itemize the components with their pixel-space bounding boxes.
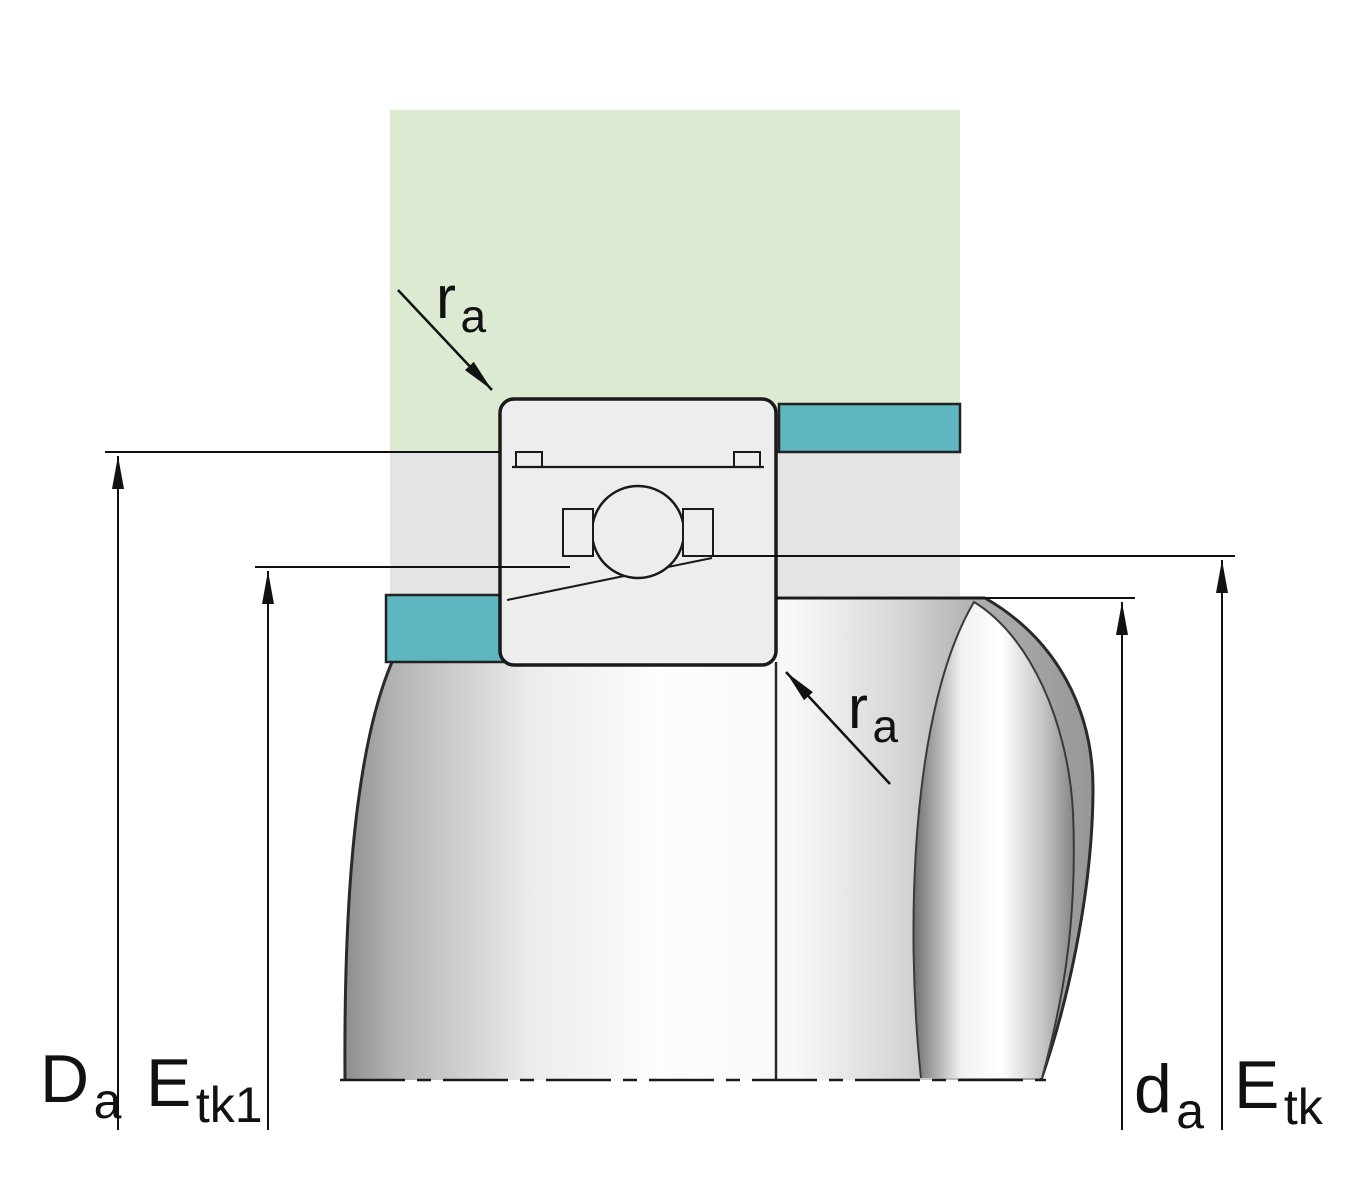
shaft-relief-outline	[912, 600, 1075, 1079]
label-Etk1-sub: tk1	[196, 1077, 263, 1133]
cage-pocket-right	[682, 508, 714, 557]
label-ra-bottom-sub: a	[872, 700, 898, 752]
shaft-relief-teardrop	[913, 602, 1074, 1078]
label-da-sub: a	[1176, 1083, 1204, 1139]
shaft-right-contour-curve	[984, 596, 1095, 1081]
label-Etk1: E tk1	[146, 1045, 263, 1133]
label-ra-bottom: r a	[848, 674, 898, 752]
label-Da-sub: a	[94, 1073, 122, 1129]
shaft-body	[344, 598, 1094, 1080]
bearing-ball	[590, 484, 686, 580]
label-da-main: d	[1134, 1051, 1172, 1127]
shaft-left-fillet-edge	[343, 661, 394, 1081]
label-Etk: E tk	[1234, 1047, 1324, 1135]
label-Da-main: D	[40, 1041, 89, 1117]
label-ra-bottom-main: r	[848, 674, 868, 741]
cage-pocket-left	[562, 508, 594, 557]
label-Da: D a	[40, 1041, 122, 1129]
spacer-right	[777, 402, 962, 454]
label-ra-top-main: r	[436, 264, 456, 331]
label-ra-top-sub: a	[460, 290, 486, 342]
bearing-ring-split-line	[506, 557, 713, 601]
leader-ra-top	[397, 289, 493, 391]
spacer-left	[384, 593, 506, 664]
label-da: d a	[1134, 1051, 1204, 1139]
label-Etk1-main: E	[146, 1045, 191, 1121]
label-ra-top: r a	[436, 264, 486, 342]
bearing-notch-right	[733, 451, 761, 468]
leader-ra-bottom	[785, 671, 891, 785]
bearing-notch-left	[515, 451, 543, 468]
label-Etk-main: E	[1234, 1047, 1279, 1123]
label-Etk-sub: tk	[1284, 1079, 1324, 1135]
